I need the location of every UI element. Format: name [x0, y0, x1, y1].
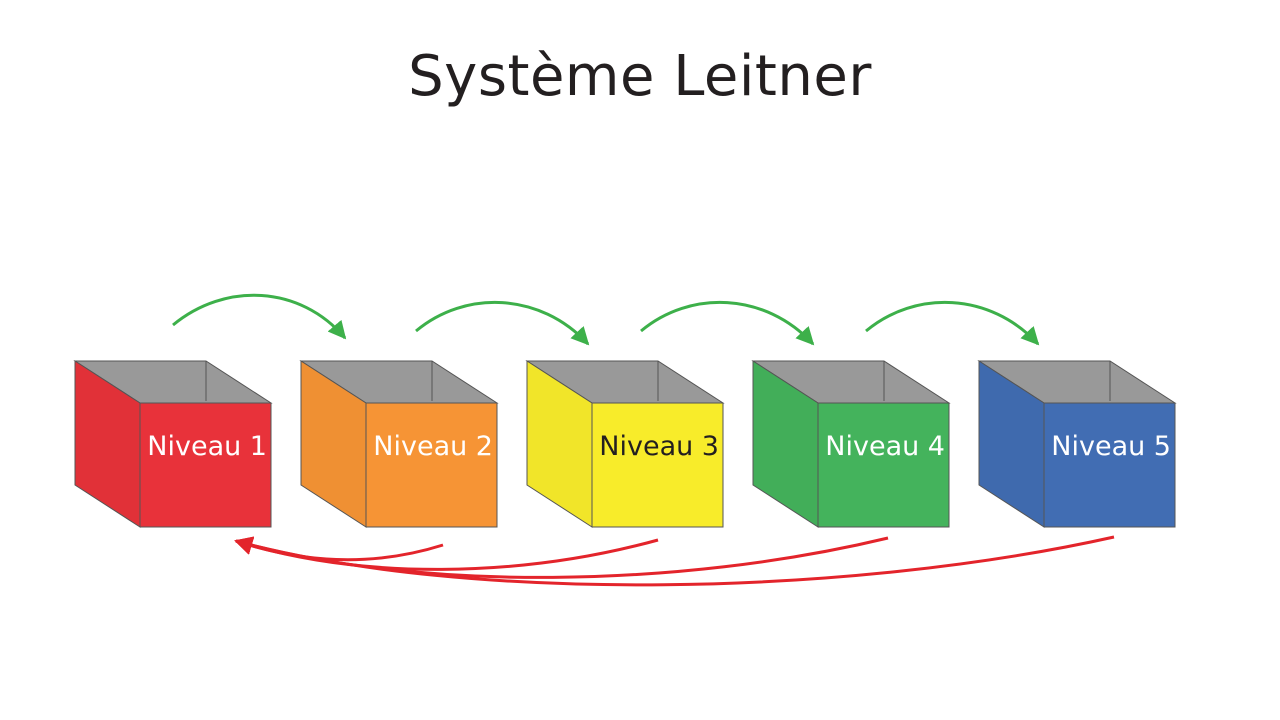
box-label: Niveau 3 — [599, 431, 719, 462]
box-front-face — [817, 402, 950, 528]
forward-arrow-4-to-5 — [865, 300, 1040, 346]
box-front-face — [1043, 402, 1176, 528]
box-level-3: Niveau 3 — [525, 360, 725, 528]
box-level-2: Niveau 2 — [299, 360, 499, 528]
reset-arrows — [234, 535, 1115, 587]
forward-arrow-1-to-2 — [172, 293, 347, 340]
forward-arrow-2-to-3 — [415, 300, 590, 346]
box-level-4: Niveau 4 — [751, 360, 951, 528]
promotion-arrows — [172, 293, 1040, 346]
box-front-face — [365, 402, 498, 528]
box-level-5: Niveau 5 — [977, 360, 1177, 528]
reset-arrow-from-4 — [234, 536, 889, 579]
box-label: Niveau 1 — [147, 431, 267, 462]
box-label: Niveau 4 — [825, 431, 945, 462]
box-front-face — [139, 402, 272, 528]
forward-arrow-3-to-4 — [640, 300, 815, 346]
box-label: Niveau 5 — [1051, 431, 1171, 462]
boxes-layer: Niveau 1 Niveau 2 Niveau 3 Niveau 4 Niveau 5 — [73, 360, 1177, 528]
box-level-1: Niveau 1 — [73, 360, 273, 528]
box-label: Niveau 2 — [373, 431, 493, 462]
box-front-face — [591, 402, 724, 528]
reset-arrow-from-5 — [234, 535, 1115, 587]
page-title: Système Leitner — [408, 44, 872, 109]
